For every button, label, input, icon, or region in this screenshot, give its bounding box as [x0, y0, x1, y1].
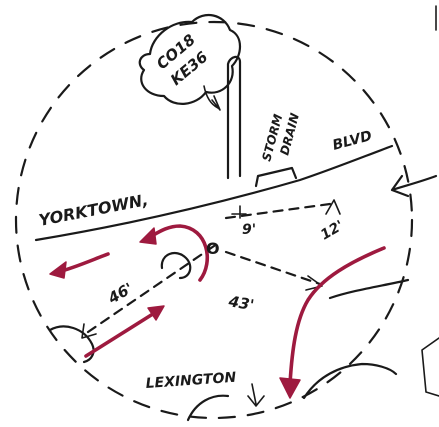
- red-arrowhead-u-turn: [140, 228, 156, 244]
- red-arrowhead-south: [280, 378, 300, 398]
- corner-curb-lower-right: [304, 364, 396, 398]
- origin-point-label: O: [206, 239, 220, 258]
- measurement-43ft: 43': [226, 292, 255, 314]
- measurement-12ft: 12': [318, 218, 347, 244]
- vehicle-pointer-arrow: [204, 86, 220, 110]
- pole-post: [228, 57, 240, 178]
- dashed-line-12ft: [226, 204, 330, 218]
- dashed-arrowhead-12ft: [326, 200, 340, 214]
- corner-curb-right: [330, 280, 408, 298]
- red-arrowhead-west: [50, 262, 66, 278]
- right-arrow-mark: [392, 176, 436, 196]
- red-arrowhead-northeast: [148, 306, 164, 320]
- right-lower-box: [422, 338, 439, 396]
- lexington-pointer: [248, 384, 264, 406]
- street-label-lexington: LEXINGTON: [145, 370, 237, 392]
- street-label-blvd: BLVD: [331, 128, 374, 154]
- dashed-line-46ft: [88, 246, 214, 332]
- measurement-9ft: 9': [242, 222, 256, 238]
- street-label-yorktown: YORKTOWN,: [37, 190, 150, 230]
- dashed-line-43ft: [226, 252, 320, 284]
